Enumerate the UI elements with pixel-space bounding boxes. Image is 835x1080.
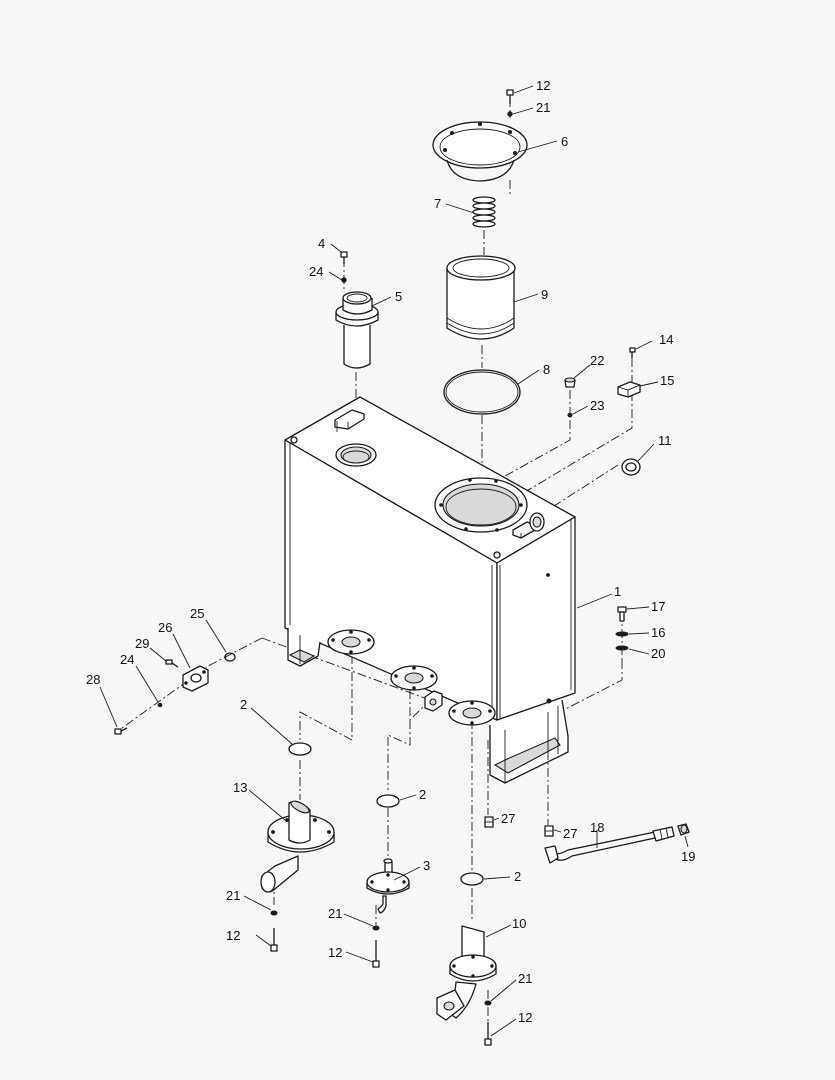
callout-6: 6: [561, 134, 568, 149]
callout-10: 10: [512, 916, 526, 931]
fitting-22: [564, 377, 576, 388]
washer-24-top: [341, 277, 347, 283]
callout-20: 20: [651, 646, 665, 661]
callout-16: 16: [651, 625, 665, 640]
callout-8: 8: [543, 362, 550, 377]
gasket-2-left: [288, 742, 312, 756]
callout-21-left: 21: [226, 888, 240, 903]
screw-4: [340, 251, 348, 264]
callout-7: 7: [434, 196, 441, 211]
block-15: [617, 381, 641, 398]
washer-24-left: [157, 702, 163, 708]
bolt-12-top: [506, 89, 514, 104]
callout-2-left: 2: [240, 697, 247, 712]
bolt-12-middle: [372, 940, 380, 968]
o-ring-25: [224, 652, 236, 662]
callout-27-right: 27: [563, 826, 577, 841]
callout-14: 14: [659, 332, 673, 347]
o-ring-8: [443, 369, 521, 415]
callout-25: 25: [190, 606, 204, 621]
callout-4: 4: [318, 236, 325, 251]
callout-5: 5: [395, 289, 402, 304]
callout-18: 18: [590, 820, 604, 835]
callout-21-middle: 21: [328, 906, 342, 921]
cover-6: [432, 121, 528, 182]
screw-14: [629, 347, 636, 358]
bolt-12-left: [270, 928, 278, 952]
fitting-27-left: [484, 816, 494, 828]
callout-19: 19: [681, 849, 695, 864]
spring-7: [472, 196, 496, 228]
gasket-2-right: [460, 872, 484, 886]
sight-glass-11: [621, 458, 641, 476]
callout-29: 29: [135, 636, 149, 651]
screw-17: [617, 606, 627, 622]
washer-21-left: [270, 910, 278, 916]
fitting-26: [182, 665, 209, 692]
callout-labels: 12 21 6 7 4 24 5 9 8 22 23 14 15 11 1 17…: [86, 78, 695, 1025]
filter-element-9: [446, 255, 516, 340]
callout-27-left: 27: [501, 811, 515, 826]
callout-17: 17: [651, 599, 665, 614]
part-3: [366, 858, 410, 914]
fitting-19: [677, 823, 690, 836]
washer-23: [567, 412, 573, 418]
callout-12-right: 12: [518, 1010, 532, 1025]
callout-2-middle: 2: [419, 787, 426, 802]
washer-20: [615, 645, 629, 651]
callout-21-top: 21: [536, 100, 550, 115]
breather-5: [335, 291, 379, 369]
washer-16: [615, 631, 629, 637]
leader-lines: [99, 85, 689, 1037]
callout-11: 11: [658, 433, 672, 448]
return-pipe-10: [436, 925, 497, 1021]
screw-28: [114, 727, 128, 735]
bolt-12-right: [484, 1022, 492, 1046]
washer-21-top: [507, 111, 513, 117]
callout-12-middle: 12: [328, 945, 342, 960]
callout-12-left: 12: [226, 928, 240, 943]
callout-26: 26: [158, 620, 172, 635]
callout-13: 13: [233, 780, 247, 795]
gasket-2-middle: [376, 794, 400, 808]
callout-23: 23: [590, 398, 604, 413]
callout-24-top: 24: [309, 264, 323, 279]
bolt-29: [165, 659, 179, 668]
callout-9: 9: [541, 287, 548, 302]
callout-1: 1: [614, 584, 621, 599]
fitting-27-right: [544, 825, 554, 837]
callout-22: 22: [590, 353, 604, 368]
washer-21-right: [484, 1000, 492, 1006]
callout-24-left: 24: [120, 652, 134, 667]
callout-15: 15: [660, 373, 674, 388]
tank-body-1: [284, 396, 576, 784]
callout-3: 3: [423, 858, 430, 873]
suction-elbow-13: [260, 800, 335, 893]
callout-28: 28: [86, 672, 100, 687]
washer-21-middle: [372, 925, 380, 931]
callout-21-right: 21: [518, 971, 532, 986]
callout-12-top: 12: [536, 78, 550, 93]
hose-18: [544, 826, 675, 864]
callout-2-right: 2: [514, 869, 521, 884]
